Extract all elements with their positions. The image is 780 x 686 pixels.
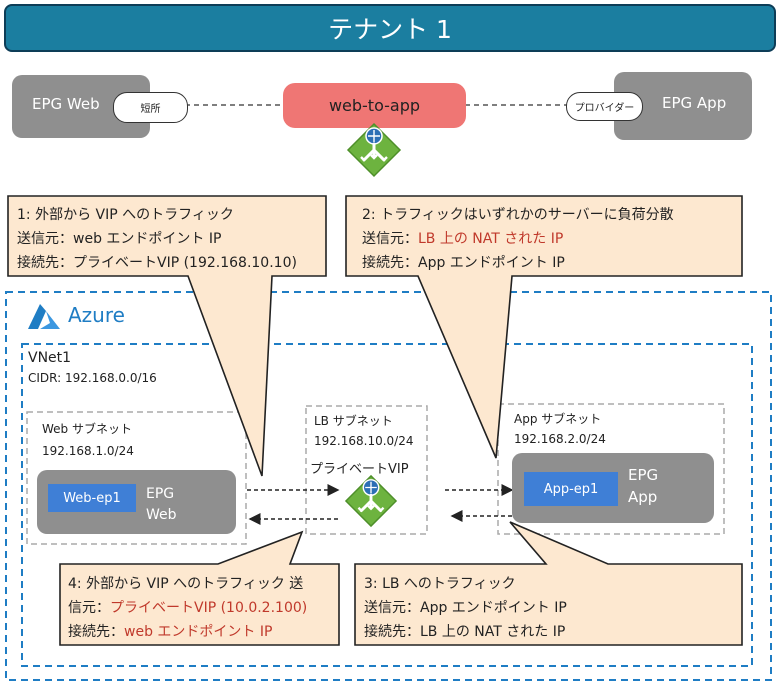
callout-3-shape: [354, 521, 743, 646]
callout-1-line-2: 送信元：web エンドポイント IP: [17, 231, 222, 247]
vnet-label: VNet1: [28, 350, 72, 366]
provider-pill: プロバイダー: [566, 92, 643, 121]
epg-app-inner-line1: EPG: [628, 466, 659, 484]
callout-4-line-2: 信元：プライベートVIP (10.0.2.100): [68, 596, 307, 620]
azure-boundary: [5, 291, 772, 681]
tenant-title: テナント 1: [328, 15, 452, 44]
callout-1-shape: [7, 195, 327, 477]
epg-web-label: EPG Web: [32, 95, 100, 113]
web-subnet-boundary: [26, 411, 247, 545]
callout-2-line-2-label: 送信元：: [362, 231, 418, 247]
lb-subnet-boundary: [305, 405, 428, 535]
azure-logo-icon: [28, 304, 60, 329]
callout-4-shape: [59, 530, 340, 646]
web-subnet-cidr: 192.168.1.0/24: [42, 444, 134, 458]
epg-web-inner-line2: Web: [146, 507, 177, 523]
callout-3-line-2: 送信元：App エンドポイント IP: [364, 600, 567, 616]
epg-app-label: EPG App: [662, 94, 727, 112]
lb-subnet-title: LB サブネット: [314, 414, 393, 428]
callout-4-line-2-value: プライベートVIP (10.0.2.100): [110, 600, 308, 616]
vnet-cidr: CIDR: 192.168.0.0/16: [28, 371, 157, 385]
web-subnet-title: Web サブネット: [42, 422, 132, 436]
load-balancer-icon: [344, 474, 398, 528]
callout-2-line-2-value: LB 上の NAT された IP: [418, 231, 564, 247]
callout-1-line-3: 接続先：プライベートVIP (192.168.10.10): [17, 255, 297, 271]
vnet-boundary: [21, 343, 753, 667]
callout-4-line-3: 接続先：web エンドポイント IP: [68, 620, 272, 644]
callout-4-line-3-label: 接続先：: [68, 624, 124, 640]
web-ep1[interactable]: Web-ep1: [48, 484, 136, 512]
callout-4-line-2-label: 信元：: [68, 600, 110, 616]
app-subnet-boundary: [497, 403, 725, 535]
callout-2-shape: [345, 195, 743, 459]
callout-3-line-3: 接続先：LB 上の NAT された IP: [364, 624, 566, 640]
azure-label: Azure: [68, 303, 125, 327]
app-subnet-cidr: 192.168.2.0/24: [514, 432, 606, 446]
lb-private-vip-label: プライベートVIP: [310, 462, 409, 477]
tenant-header-bar: [4, 4, 776, 52]
contract-web-to-app[interactable]: web-to-app: [283, 83, 466, 128]
app-ep1[interactable]: App-ep1: [524, 472, 618, 506]
callout-2-line-1: 2: トラフィックはいずれかのサーバーに負荷分散: [362, 207, 674, 223]
callout-4-line-3-value: web エンドポイント IP: [124, 624, 273, 640]
callout-3-line-1: 3: LB へのトラフィック: [364, 576, 516, 592]
load-balancer-icon: [346, 122, 402, 178]
callout-2-line-2: 送信元：LB 上の NAT された IP: [362, 227, 563, 251]
app-subnet-title: App サブネット: [514, 412, 602, 426]
callout-4-line-1: 4: 外部から VIP へのトラフィック 送: [68, 576, 304, 592]
callout-1-line-1: 1: 外部から VIP へのトラフィック: [17, 207, 234, 223]
consumer-pill: 短所: [113, 92, 188, 123]
epg-web-inner-line1: EPG: [146, 486, 175, 502]
lb-subnet-cidr: 192.168.10.0/24: [314, 434, 414, 448]
epg-app-inner-line2: App: [628, 488, 658, 506]
callout-2-line-3: 接続先：App エンドポイント IP: [362, 255, 565, 271]
